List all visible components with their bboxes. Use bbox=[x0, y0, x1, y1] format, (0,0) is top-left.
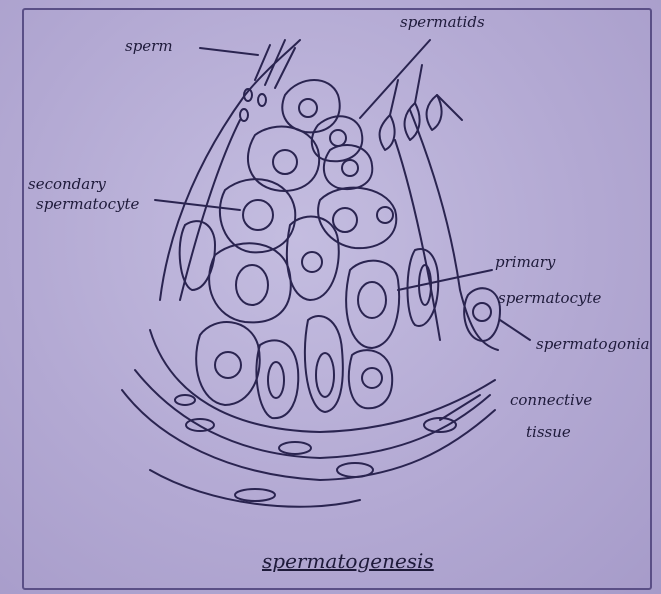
label-spermatogonia: spermatogonia bbox=[536, 336, 650, 353]
sperm-tail bbox=[265, 40, 285, 85]
basement-membrane bbox=[150, 330, 495, 432]
nucleus bbox=[342, 160, 358, 176]
nucleus bbox=[236, 265, 268, 305]
label-connective-line1: connective bbox=[510, 392, 592, 409]
sperm-head bbox=[258, 94, 266, 106]
ct-nucleus bbox=[337, 463, 373, 477]
ct-nucleus bbox=[235, 489, 275, 501]
cell bbox=[196, 322, 260, 405]
tubule-right-wall bbox=[410, 110, 498, 350]
nucleus bbox=[473, 303, 491, 321]
label-spermatids: spermatids bbox=[400, 14, 485, 31]
leader-secondary bbox=[155, 200, 240, 210]
cell bbox=[324, 145, 372, 189]
nucleus bbox=[330, 130, 346, 146]
spermatid bbox=[427, 95, 442, 130]
nucleus bbox=[215, 352, 241, 378]
label-connective-line2: tissue bbox=[526, 424, 571, 441]
cell bbox=[349, 350, 392, 408]
label-sperm: sperm bbox=[125, 38, 173, 55]
nucleus bbox=[358, 282, 386, 318]
sperm-head bbox=[240, 109, 248, 121]
secondary-spermatocyte-cell bbox=[220, 179, 295, 252]
ct-nucleus bbox=[279, 442, 311, 454]
cell bbox=[209, 243, 291, 322]
cell bbox=[256, 340, 298, 418]
label-primary-line2: spermatocyte bbox=[498, 290, 601, 307]
spermatid-tail bbox=[390, 80, 398, 115]
leader-sperm bbox=[200, 48, 258, 55]
primary-spermatocyte-cell bbox=[346, 261, 399, 348]
cell bbox=[287, 217, 339, 300]
cell bbox=[248, 127, 319, 191]
ct-nucleus bbox=[175, 395, 195, 405]
nucleus bbox=[243, 200, 273, 230]
nucleus bbox=[268, 362, 284, 398]
spermatid bbox=[405, 103, 420, 140]
label-secondary-line1: secondary bbox=[28, 176, 106, 193]
ct-nucleus bbox=[186, 419, 214, 431]
nucleus bbox=[273, 150, 297, 174]
nucleus bbox=[299, 99, 317, 117]
nucleus bbox=[362, 368, 382, 388]
spermatid bbox=[380, 115, 395, 150]
page-title: spermatogenesis bbox=[262, 553, 434, 570]
nucleus bbox=[333, 208, 357, 232]
label-secondary-line2: spermatocyte bbox=[36, 196, 139, 213]
leader-primary bbox=[398, 270, 492, 290]
nucleus bbox=[377, 207, 393, 223]
spermatogonium bbox=[464, 288, 500, 341]
leader-spermatogonia bbox=[500, 320, 530, 340]
nucleus bbox=[302, 252, 322, 272]
spermatid-tail bbox=[415, 65, 422, 103]
nucleus bbox=[316, 353, 334, 397]
cell bbox=[282, 80, 339, 132]
label-primary-line1: primary bbox=[495, 254, 555, 271]
